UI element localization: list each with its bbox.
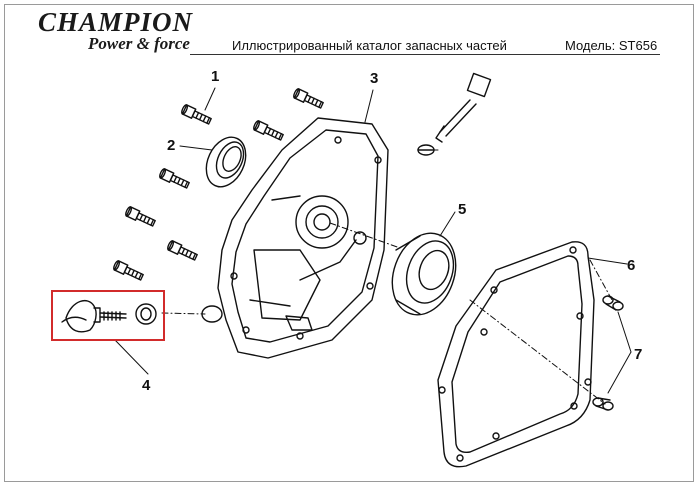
governor-shaft-icon bbox=[417, 72, 492, 156]
callout-4: 4 bbox=[142, 377, 151, 394]
brand-tagline: Power & force bbox=[88, 34, 190, 53]
bolt-icon bbox=[125, 206, 156, 227]
brand-logo: CHAMPION Power & force bbox=[38, 8, 193, 52]
callout-5: 5 bbox=[458, 201, 467, 218]
oil-seal-icon bbox=[205, 136, 247, 188]
brand-name: CHAMPION bbox=[38, 7, 194, 37]
ball-bearing-icon bbox=[391, 232, 457, 316]
callout-1: 1 bbox=[211, 68, 220, 85]
bolt-icon bbox=[113, 260, 144, 281]
header-rule bbox=[190, 54, 660, 55]
callout-2: 2 bbox=[167, 137, 176, 154]
highlight-box bbox=[51, 290, 165, 341]
callout-3: 3 bbox=[370, 70, 379, 87]
dowel-pin-icon bbox=[602, 295, 624, 311]
bolt-icon bbox=[181, 104, 212, 125]
callout-7: 7 bbox=[634, 346, 643, 363]
bolt-group bbox=[113, 88, 324, 281]
bolt-icon bbox=[253, 120, 284, 141]
callout-6: 6 bbox=[627, 257, 636, 274]
bolt-icon bbox=[159, 168, 190, 189]
crankcase-cover-icon bbox=[217, 117, 389, 359]
dowel-pin-icon bbox=[592, 397, 614, 411]
catalog-title: Иллюстрированный каталог запасных частей bbox=[232, 38, 507, 53]
page-frame bbox=[4, 4, 694, 482]
oil-filler-port-icon bbox=[201, 305, 223, 323]
bolt-icon bbox=[167, 240, 198, 261]
leader-lines bbox=[114, 87, 632, 405]
oil-filler-cap-icon bbox=[61, 299, 157, 333]
gasket-icon bbox=[437, 241, 595, 468]
model-label: Модель: ST656 bbox=[565, 38, 658, 53]
bolt-icon bbox=[293, 88, 324, 109]
